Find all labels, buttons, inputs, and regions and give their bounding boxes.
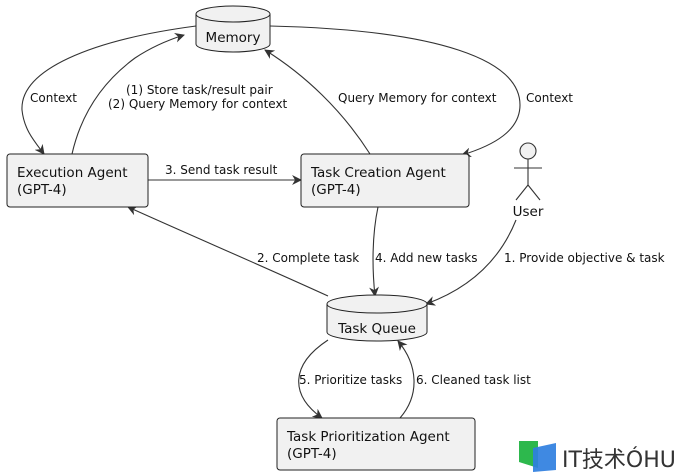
edge-memory-to-task-creation <box>269 25 521 158</box>
edge-label-cleaned-task-list: 6. Cleaned task list <box>416 373 531 387</box>
edge-label-add-new-tasks: 4. Add new tasks <box>375 251 477 265</box>
task-prioritization-agent-title: Task Prioritization Agent <box>286 429 450 445</box>
user-actor <box>514 142 542 201</box>
edge-label-complete-task: 2. Complete task <box>257 251 359 265</box>
task-creation-agent-node: Task Creation Agent (GPT-4) <box>300 153 470 208</box>
task-prioritization-agent-model: (GPT-4) <box>287 446 337 462</box>
edge-label-send-task-result: 3. Send task result <box>165 163 278 177</box>
edge-label-context-left: Context <box>30 91 77 105</box>
task-prioritization-agent-node: Task Prioritization Agent (GPT-4) <box>276 417 476 471</box>
watermark-logo: IT技术ÓHU <box>519 441 676 473</box>
edge-memory-to-execution <box>21 25 197 155</box>
edge-prioritization-to-queue <box>397 340 415 419</box>
task-queue-node: Task Queue <box>326 294 428 342</box>
edge-queue-to-execution <box>127 206 329 297</box>
memory-node: Memory <box>195 5 271 53</box>
execution-agent-model: (GPT-4) <box>17 182 67 198</box>
edge-label-store-task: (1) Store task/result pair <box>126 83 273 97</box>
watermark-text: IT技术ÓHU <box>562 447 676 473</box>
memory-label: Memory <box>206 30 261 46</box>
edge-label-provide-objective: 1. Provide objective & task <box>504 251 665 265</box>
task-queue-label: Task Queue <box>337 321 416 337</box>
edge-label-context-right: Context <box>526 91 573 105</box>
edge-user-to-queue <box>425 219 517 306</box>
edge-task-creation-to-memory <box>264 49 371 155</box>
task-creation-agent-title: Task Creation Agent <box>310 165 446 181</box>
execution-agent-node: Execution Agent (GPT-4) <box>6 153 149 208</box>
edge-label-query-memory-task: Query Memory for context <box>338 91 497 105</box>
edge-label-query-memory-exec: (2) Query Memory for context <box>108 97 288 111</box>
execution-agent-title: Execution Agent <box>17 165 128 181</box>
task-creation-agent-model: (GPT-4) <box>311 182 361 198</box>
edge-execution-to-memory <box>71 32 185 155</box>
edge-label-prioritize-tasks: 5. Prioritize tasks <box>299 373 402 387</box>
user-label: User <box>513 204 544 220</box>
edge-queue-to-prioritization <box>298 339 329 419</box>
edge-task-creation-to-queue <box>369 206 379 297</box>
